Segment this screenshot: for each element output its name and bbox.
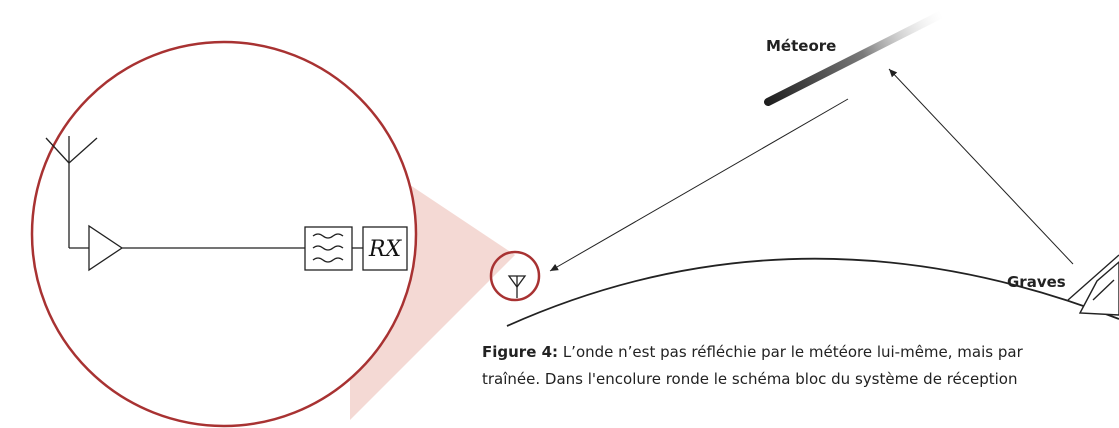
earth-surface (506, 257, 1119, 327)
caption-text-1: L’onde n’est pas réfléchie par le météor… (558, 343, 1023, 361)
zoom-circle (30, 40, 418, 428)
antenna-icon (45, 136, 98, 249)
receiver-box (362, 226, 408, 271)
reflected-wave-arrow (549, 98, 849, 272)
receiver-block-diagram (45, 136, 408, 272)
amplifier-icon (88, 224, 124, 272)
caption-line-2: traînée. Dans l'encolure ronde le schéma… (482, 366, 1119, 393)
transmitter-antenna-icon (1067, 254, 1119, 316)
graves-label: Graves (1007, 273, 1066, 291)
caption-text-2: traînée. Dans l'encolure ronde le schéma… (482, 370, 1018, 388)
transmitted-wave-arrow (888, 68, 1074, 265)
figure-caption: Figure 4: L’onde n’est pas réfléchie par… (482, 339, 1119, 393)
caption-line-1: Figure 4: L’onde n’est pas réfléchie par… (482, 339, 1119, 366)
figure-number: Figure 4: (482, 343, 559, 361)
ground-antenna-icon (507, 275, 527, 298)
meteor-label: Méteore (766, 37, 836, 55)
meteor-trail (764, 10, 946, 106)
filter-icon (304, 226, 353, 271)
receiver-label: RX (368, 237, 403, 262)
highlight-circle (489, 250, 541, 302)
